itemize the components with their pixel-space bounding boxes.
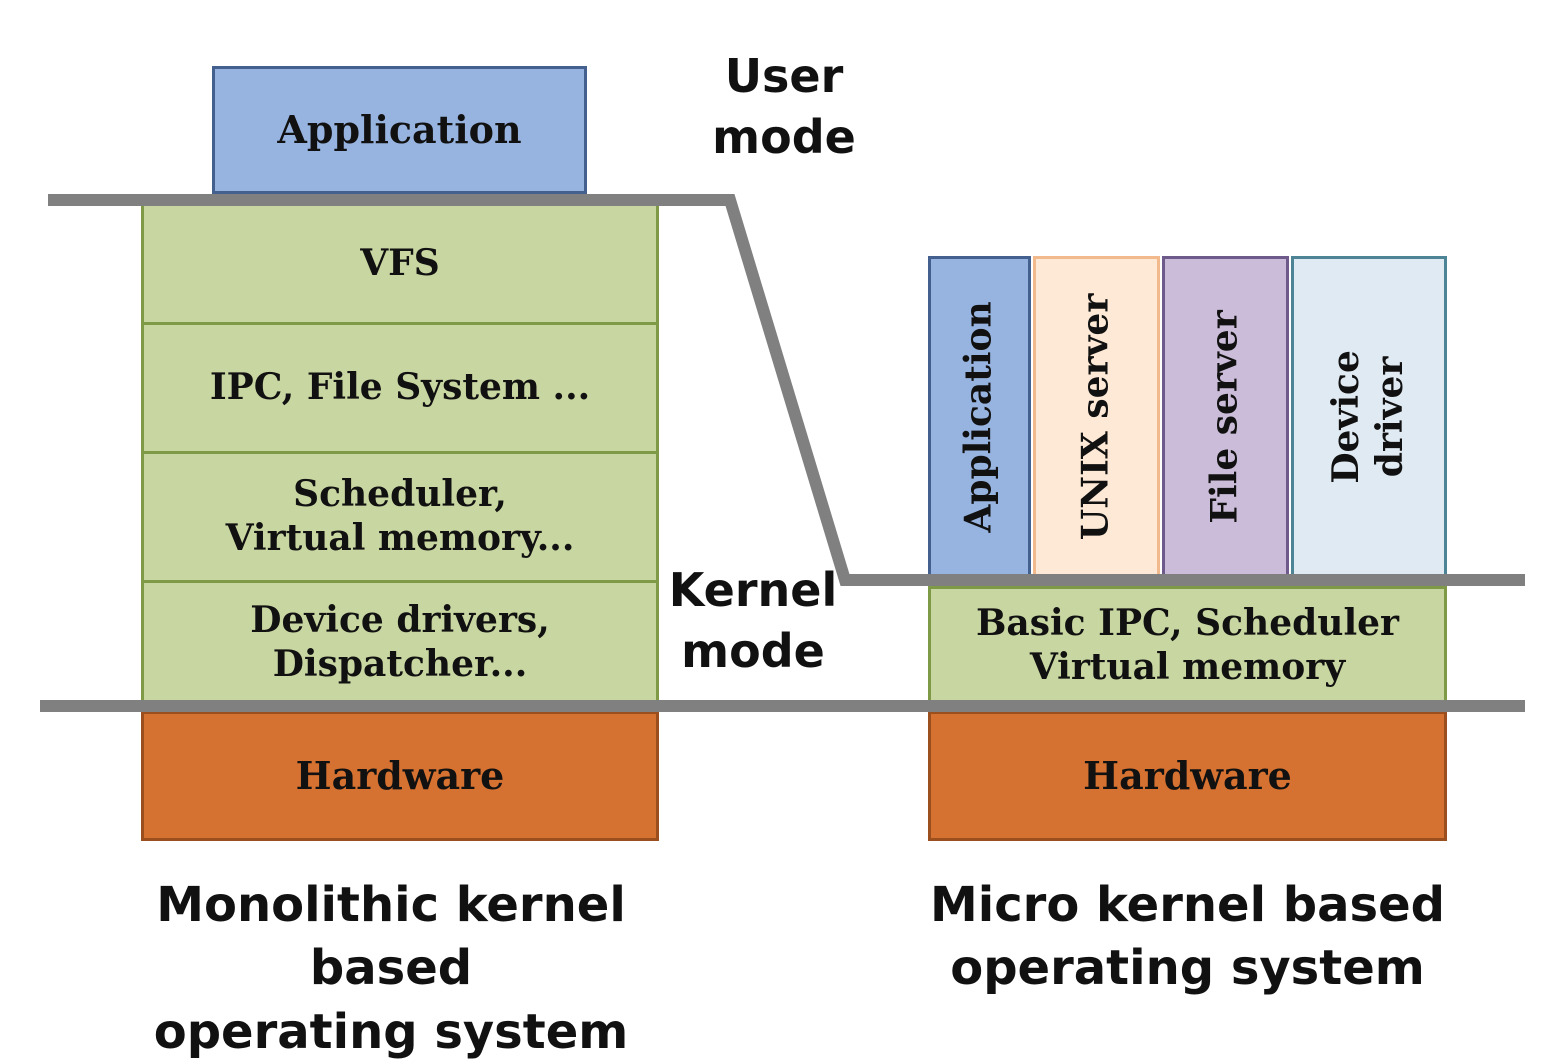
micro-device-driver-box: Device driver	[1291, 256, 1447, 577]
monolithic-caption-line2: operating system	[153, 1003, 629, 1060]
mono-ipc-fs-box: IPC, File System ...	[141, 322, 659, 454]
mono-application-box: Application	[212, 66, 587, 194]
mono-vfs-label: VFS	[360, 242, 440, 285]
mono-scheduler-label-line2: Virtual memory...	[225, 517, 575, 559]
micro-application-box: Application	[928, 256, 1031, 577]
user-mode-label-line2: mode	[712, 109, 856, 164]
mono-hardware-label: Hardware	[295, 752, 505, 798]
mono-drivers-label-line2: Dispatcher...	[272, 643, 528, 685]
mono-drivers-label-line1: Device drivers,	[250, 599, 550, 642]
user-mode-label-line1: User	[724, 49, 844, 103]
micro-caption-line1: Micro kernel based	[929, 877, 1445, 933]
user-kernel-boundary-line	[48, 194, 1525, 586]
mono-scheduler-box: Scheduler, Virtual memory...	[141, 451, 659, 583]
micro-caption: Micro kernel based operating system	[900, 874, 1475, 1001]
micro-hardware-label: Hardware	[1083, 752, 1292, 798]
kernel-mode-label-line1: Kernel	[668, 563, 838, 617]
mono-ipc-fs-label: IPC, File System ...	[209, 366, 591, 409]
mode-boundary-lines	[40, 194, 1525, 712]
micro-basic-kernel-box: Basic IPC, Scheduler Virtual memory	[928, 586, 1447, 706]
micro-caption-line2: operating system	[950, 940, 1425, 997]
mono-application-label: Application	[277, 106, 522, 152]
micro-basic-kernel-label-line2: Virtual memory	[1029, 646, 1346, 688]
kernel-mode-label-line2: mode	[681, 623, 825, 678]
user-mode-label: User mode	[684, 46, 884, 167]
micro-basic-kernel-label-line1: Basic IPC, Scheduler	[975, 602, 1400, 645]
monolithic-caption-line1: Monolithic kernel based	[156, 877, 626, 997]
mono-hardware-box: Hardware	[141, 711, 659, 841]
kernel-mode-label: Kernel mode	[653, 560, 853, 681]
micro-file-server-box: File server	[1162, 256, 1289, 577]
micro-hardware-box: Hardware	[928, 711, 1447, 841]
mono-scheduler-label-line1: Scheduler,	[293, 473, 507, 516]
micro-unix-server-box: UNIX server	[1033, 256, 1160, 577]
mono-drivers-box: Device drivers, Dispatcher...	[141, 580, 659, 706]
